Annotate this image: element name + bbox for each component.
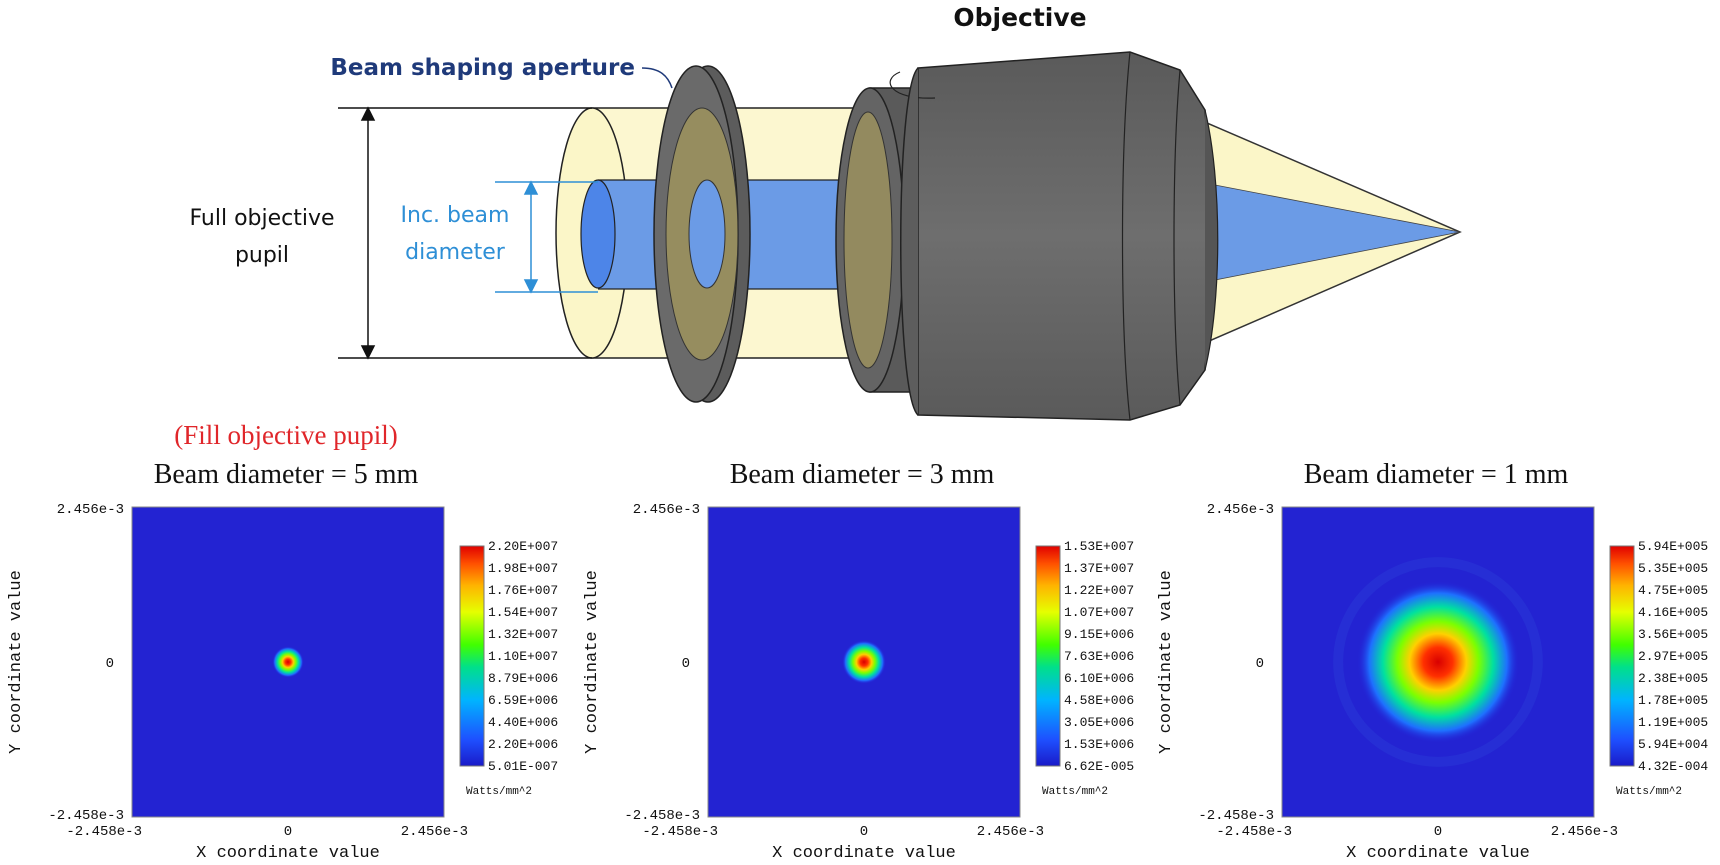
colorbar-tick: 5.94E+005 [1638,539,1708,554]
aperture-label: Beam shaping aperture [330,55,635,81]
x-tick-min: -2.458e-3 [642,824,718,840]
colorbar-tick: 9.15E+006 [1064,627,1134,642]
panel-1: Beam diameter = 5 mm 2.456e-3 0 -2.458e-3-2… [7,459,558,863]
y-tick-max: 2.456e-3 [57,502,124,518]
colorbar-tick: 2.97E+005 [1638,649,1708,664]
x-tick-min: -2.458e-3 [66,824,142,840]
y-axis-label: Y coordinate value [583,570,602,754]
colorbar-tick: 2.38E+005 [1638,671,1708,686]
x-axis-label: X coordinate value [1346,844,1530,863]
colorbar-unit: Watts/mm^2 [466,786,532,798]
x-axis-label: X coordinate value [196,844,380,863]
panel-title: Beam diameter = 1 mm [1304,459,1569,490]
colorbar-unit: Watts/mm^2 [1042,786,1108,798]
objective-label: Objective [953,3,1086,32]
colorbar-tick: 6.10E+006 [1064,671,1134,686]
colorbar-tick: 4.32E-004 [1638,759,1708,774]
colorbar-tick: 8.79E+006 [488,671,558,686]
colorbar-tick: 1.54E+007 [488,605,558,620]
colorbar-tick: 5.01E-007 [488,759,558,774]
colorbar-tick: 2.20E+006 [488,737,558,752]
x-tick-min: -2.458e-3 [1216,824,1292,840]
focal-spot [1356,580,1520,744]
x-tick-max: 2.456e-3 [1551,824,1618,840]
airy-ring [1333,557,1543,767]
fill-note: (Fill objective pupil) [174,420,397,450]
colorbar-tick: 1.76E+007 [488,583,558,598]
focal-spot [842,640,886,684]
y-tick-max: 2.456e-3 [1207,502,1274,518]
colorbar-tick: 4.40E+006 [488,715,558,730]
colorbar-tick: 1.07E+007 [1064,605,1134,620]
beam-shaping-aperture [653,65,751,403]
colorbar-tick: 1.37E+007 [1064,561,1134,576]
y-tick-min: -2.458e-3 [624,808,700,824]
beam-dimension [495,180,598,294]
colorbar-tick: 5.94E+004 [1638,737,1708,752]
colorbar-tick: 1.53E+007 [1064,539,1134,554]
colorbar [1035,545,1061,767]
y-tick-min: -2.458e-3 [48,808,124,824]
y-tick-min: -2.458e-3 [1198,808,1274,824]
panel-title: Beam diameter = 3 mm [730,459,995,490]
focal-spot [272,646,304,678]
colorbar-tick: 2.20E+007 [488,539,558,554]
y-tick-mid: 0 [106,656,114,672]
colorbar-tick: 1.19E+005 [1638,715,1708,730]
colorbar-tick: 7.63E+006 [1064,649,1134,664]
colorbar-tick: 1.53E+006 [1064,737,1134,752]
colorbar-tick: 4.75E+005 [1638,583,1708,598]
intensity-panels: Beam diameter = 5 mm2.456e-30-2.458e-3-2… [7,459,1708,863]
y-tick-max: 2.456e-3 [633,502,700,518]
pupil-dimension [338,106,592,360]
beam-front-face [580,179,616,289]
colorbar-tick: 5.35E+005 [1638,561,1708,576]
y-axis-label: Y coordinate value [7,570,26,754]
y-tick-mid: 0 [682,656,690,672]
y-axis-label: Y coordinate value [1157,570,1176,754]
colorbar-tick: 1.98E+007 [488,561,558,576]
y-tick-mid: 0 [1256,656,1264,672]
x-tick-max: 2.456e-3 [977,824,1044,840]
colorbar-tick: 1.32E+007 [488,627,558,642]
pupil-label-line1: Full objective [189,206,334,231]
colorbar-tick: 1.10E+007 [488,649,558,664]
colorbar-tick: 6.59E+006 [488,693,558,708]
objective-diagram: Objective Beam shaping aperture Full obj… [189,3,1462,421]
panel-3: Beam diameter = 1 mm 2.456e-3 0 -2.458e-3-2… [1157,459,1708,863]
beam-label-line1: Inc. beam [401,203,510,228]
colorbar [1609,545,1635,767]
aperture-leader [641,67,673,89]
colorbar [459,545,485,767]
x-tick-mid: 0 [860,824,868,840]
x-tick-max: 2.456e-3 [401,824,468,840]
colorbar-tick: 6.62E-005 [1064,759,1134,774]
panel-2: Beam diameter = 3 mm 2.456e-3 0 -2.458e-3-2… [583,459,1134,863]
colorbar-tick: 4.58E+006 [1064,693,1134,708]
beam-label-line2: diameter [405,240,506,265]
x-tick-mid: 0 [1434,824,1442,840]
panel-title: Beam diameter = 5 mm [154,459,419,490]
colorbar-unit: Watts/mm^2 [1616,786,1682,798]
objective-body [835,51,1219,421]
x-axis-label: X coordinate value [772,844,956,863]
colorbar-tick: 4.16E+005 [1638,605,1708,620]
colorbar-tick: 3.56E+005 [1638,627,1708,642]
colorbar-tick: 1.78E+005 [1638,693,1708,708]
colorbar-tick: 1.22E+007 [1064,583,1134,598]
x-tick-mid: 0 [284,824,292,840]
colorbar-tick: 3.05E+006 [1064,715,1134,730]
pupil-label-line2: pupil [235,243,289,268]
